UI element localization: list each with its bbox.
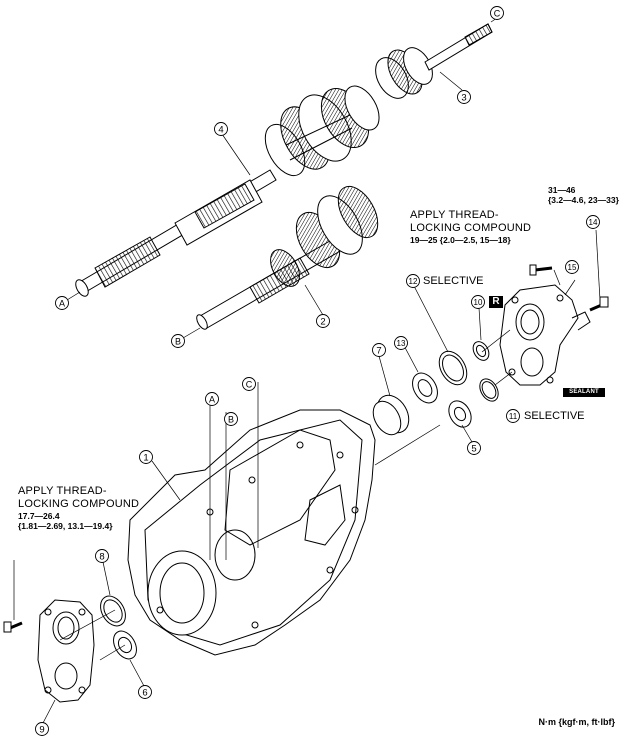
svg-text:3: 3 <box>461 93 466 104</box>
svg-text:1: 1 <box>143 453 148 464</box>
ref-letter-A-case: A <box>205 392 219 406</box>
svg-text:9: 9 <box>39 725 44 736</box>
svg-text:B: B <box>175 337 181 347</box>
bolt-14 <box>589 296 609 312</box>
ref-letter-C-case: C <box>242 377 256 391</box>
front-bearing-cover-9 <box>37 599 95 703</box>
svg-text:B: B <box>228 415 234 425</box>
svg-text:8: 8 <box>99 552 104 563</box>
bolt-upper <box>529 264 553 276</box>
svg-text:13: 13 <box>397 339 406 348</box>
countershaft <box>196 185 379 330</box>
ref-letter-C-upper: C <box>490 6 504 20</box>
replace-badge: R <box>489 296 503 308</box>
apply-title-line-1: APPLY THREAD- <box>410 209 499 221</box>
torque-line-2: {3.2—4.6, 23—33} <box>548 194 619 205</box>
svg-text:C: C <box>494 9 501 19</box>
callout-11: 11 <box>506 409 520 423</box>
callout-7: 7 <box>372 343 386 357</box>
torque-line-1: 31—46 <box>548 185 576 195</box>
leader-lines <box>13 15 601 724</box>
units-label: N·m {kgf·m, ft·lbf} <box>538 717 616 727</box>
ref-letter-B-upper: B <box>171 334 185 348</box>
svg-text:6: 6 <box>142 688 147 699</box>
oil-seal-10 <box>472 341 490 361</box>
svg-text:2: 2 <box>320 317 325 328</box>
bearing-13 <box>412 372 438 404</box>
callout-9: 9 <box>35 722 49 736</box>
svg-text:10: 10 <box>474 298 483 307</box>
callout-13: 13 <box>394 336 408 350</box>
svg-text:11: 11 <box>509 412 518 421</box>
apply-torque-line-1-lower: 17.7—26.4 <box>18 511 60 522</box>
shim-12 <box>438 350 468 386</box>
main-shaft <box>75 169 277 297</box>
callout-2: 2 <box>316 314 330 328</box>
selective-label-12: SELECTIVE <box>423 275 484 287</box>
bearing-7 <box>372 394 410 436</box>
sealant-badge: SEALANT <box>563 388 605 397</box>
selective-label-11: SELECTIVE <box>524 410 585 422</box>
transmission-case <box>127 409 376 656</box>
svg-text:7: 7 <box>376 346 381 357</box>
apply-title-line-1-lower: APPLY THREAD- <box>18 485 107 497</box>
main-gear-cluster <box>264 85 380 177</box>
apply-locking-compound-upper: APPLY THREAD- LOCKING COMPOUND 19—25 {2.… <box>410 209 531 246</box>
svg-text:A: A <box>59 299 65 309</box>
apply-title-line-2-lower: LOCKING COMPOUND <box>18 497 140 510</box>
callout-12: 12 <box>406 274 420 288</box>
callout-8: 8 <box>95 549 109 563</box>
svg-text:C: C <box>246 380 253 390</box>
callout-6: 6 <box>138 685 152 699</box>
svg-text:5: 5 <box>471 444 476 455</box>
apply-torque: 19—25 {2.0—2.5, 15—18} <box>410 235 511 246</box>
apply-torque-line-2-lower: {1.81—2.69, 13.1—19.4} <box>18 521 113 532</box>
output-shaft-gear <box>375 23 493 99</box>
apply-locking-compound-lower: APPLY THREAD- LOCKING COMPOUND 17.7—26.4… <box>18 485 139 532</box>
rear-bearing-cover-15 <box>499 284 591 386</box>
shim-11 <box>479 378 499 402</box>
ref-letter-B-case: B <box>224 412 238 426</box>
svg-text:15: 15 <box>568 263 577 272</box>
callout-14: 14 <box>586 215 600 229</box>
callout-15: 15 <box>565 260 579 274</box>
svg-text:14: 14 <box>589 218 598 227</box>
svg-text:4: 4 <box>218 125 223 136</box>
bolt-lower <box>3 621 23 633</box>
torque-spec-top-right: 31—46 {3.2—4.6, 23—33} <box>548 185 619 206</box>
callout-3: 3 <box>457 90 471 104</box>
svg-text:A: A <box>209 395 215 405</box>
ref-letter-A-upper: A <box>55 296 69 310</box>
callout-10: 10 <box>471 295 485 309</box>
bearing-5 <box>448 400 472 428</box>
callout-4: 4 <box>214 122 228 136</box>
apply-title-line-2: LOCKING COMPOUND <box>410 221 532 234</box>
callout-5: 5 <box>467 441 481 455</box>
svg-text:12: 12 <box>409 277 418 286</box>
callout-1: 1 <box>139 450 153 464</box>
